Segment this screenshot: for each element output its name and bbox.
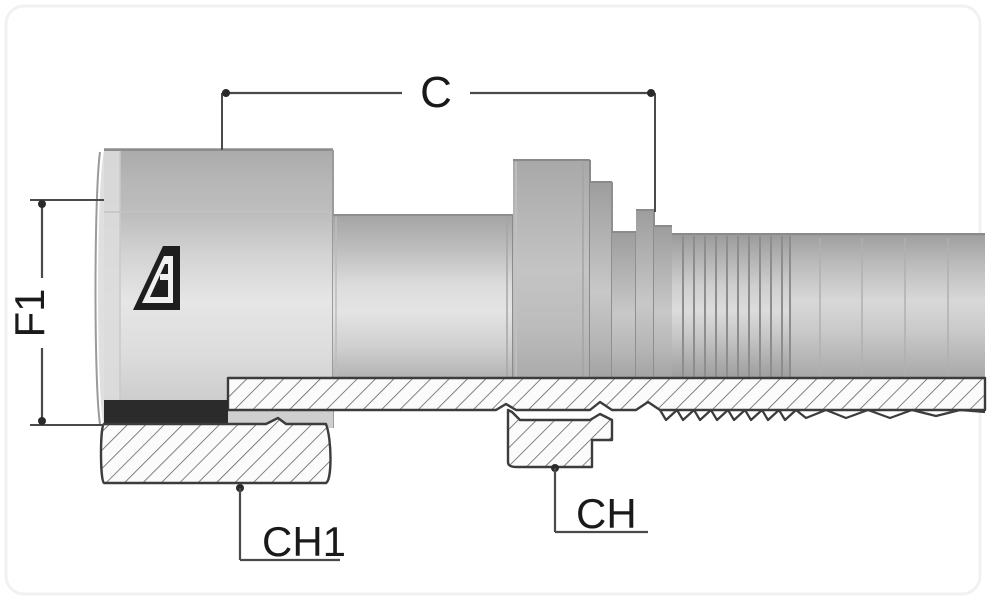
step-ring-4	[654, 225, 672, 381]
step-ring-2	[612, 231, 637, 381]
hose-barb-serrations	[682, 236, 791, 381]
hose-barb	[672, 233, 985, 381]
bore-shadow	[104, 400, 228, 424]
leader-label-ch: CH	[576, 490, 637, 537]
leader-label-ch1: CH1	[262, 518, 346, 565]
section-cut	[226, 376, 987, 412]
gates-logo	[133, 246, 180, 310]
overall-length-dimension: C	[221, 68, 656, 212]
nut-section	[99, 416, 332, 485]
dimension-label-c: C	[420, 68, 452, 117]
face-diameter-dimension: F1	[6, 199, 104, 426]
body-hex-size-leader: CH	[551, 464, 648, 537]
mid-cylinder	[333, 214, 514, 381]
dimension-label-f1: F1	[6, 288, 53, 337]
nut-hex-size-leader: CH1	[236, 484, 346, 565]
step-ring-3	[636, 209, 655, 381]
hex-section	[506, 408, 614, 469]
hex-collar	[513, 159, 591, 381]
barb-section-profile	[659, 408, 986, 422]
step-ring-1	[590, 181, 613, 381]
